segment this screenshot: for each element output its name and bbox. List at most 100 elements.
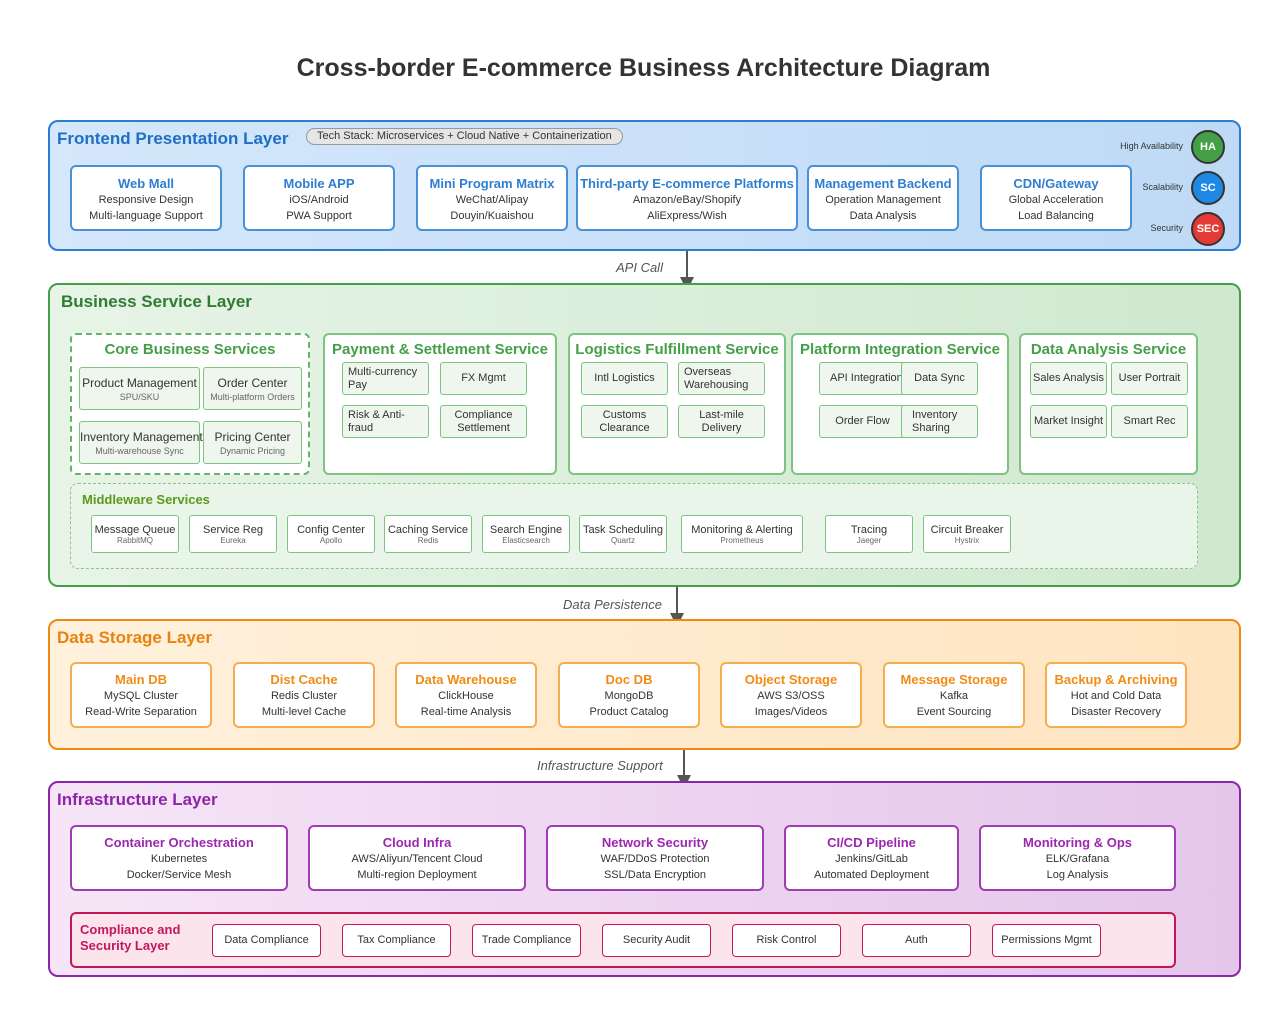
- compliance-item-data-compliance[interactable]: Data Compliance: [212, 924, 321, 957]
- indicator-label-sc: Scalability: [1142, 182, 1183, 192]
- compliance-item-trade-compliance[interactable]: Trade Compliance: [472, 924, 581, 957]
- frontend-box-cdn-gateway[interactable]: CDN/Gateway Global Acceleration Load Bal…: [980, 165, 1132, 231]
- core-product-management[interactable]: Product Management SPU/SKU: [79, 367, 200, 410]
- infra-box-name: CI/CD Pipeline: [827, 835, 916, 850]
- high-availability-badge: HA: [1191, 130, 1225, 164]
- storage-box-backup-archiving[interactable]: Backup & Archiving Hot and Cold Data Dis…: [1045, 662, 1187, 728]
- infra-box-line: ELK/Grafana: [1045, 853, 1110, 865]
- frontend-box-management-backend[interactable]: Management Backend Operation Management …: [807, 165, 959, 231]
- middleware-services-group: Middleware Services Message Queue Rabbit…: [70, 483, 1198, 569]
- connector-line: [676, 587, 678, 613]
- scalability-badge: SC: [1191, 171, 1225, 205]
- core-item-sub: Dynamic Pricing: [219, 445, 286, 456]
- frontend-box-name: Web Mall: [117, 176, 175, 191]
- mw-monitoring-alerting[interactable]: Monitoring & Alerting Prometheus: [681, 515, 803, 553]
- frontend-box-line: Load Balancing: [1018, 210, 1094, 222]
- mw-tracing[interactable]: Tracing Jaeger: [825, 515, 913, 553]
- core-pricing-center[interactable]: Pricing Center Dynamic Pricing: [203, 421, 302, 464]
- mw-message-queue[interactable]: Message Queue RabbitMQ: [91, 515, 179, 553]
- frontend-box-name: Mobile APP: [283, 176, 355, 191]
- svc-customs-clearance[interactable]: Customs Clearance: [581, 405, 668, 438]
- infra-box-ci-cd-pipeline[interactable]: CI/CD Pipeline Jenkins/GitLab Automated …: [784, 825, 959, 891]
- infra-box-line: AWS/Aliyun/Tencent Cloud: [351, 853, 483, 865]
- svc-smart-rec[interactable]: Smart Rec: [1111, 405, 1188, 438]
- frontend-box-name: CDN/Gateway: [1013, 176, 1099, 191]
- storage-box-doc-db[interactable]: Doc DB MongoDB Product Catalog: [558, 662, 700, 728]
- storage-box-message-storage[interactable]: Message Storage Kafka Event Sourcing: [883, 662, 1025, 728]
- mw-item-name: Tracing: [850, 523, 888, 536]
- svc-data-sync[interactable]: Data Sync: [901, 362, 978, 395]
- group-title: Data Analysis Service: [1030, 341, 1187, 358]
- mw-item-name: Caching Service: [387, 523, 469, 536]
- connector-line: [683, 750, 685, 775]
- infra-box-network-security[interactable]: Network Security WAF/DDoS Protection SSL…: [546, 825, 764, 891]
- storage-box-line: Event Sourcing: [916, 706, 992, 718]
- svc-compliance-settlement[interactable]: Compliance Settlement: [440, 405, 527, 438]
- frontend-box-mini-program[interactable]: Mini Program Matrix WeChat/Alipay Douyin…: [416, 165, 568, 231]
- mw-item-name: Monitoring & Alerting: [691, 523, 793, 536]
- storage-box-line: Product Catalog: [589, 706, 669, 718]
- infra-box-monitoring-ops[interactable]: Monitoring & Ops ELK/Grafana Log Analysi…: [979, 825, 1176, 891]
- compliance-item-security-audit[interactable]: Security Audit: [602, 924, 711, 957]
- svc-market-insight[interactable]: Market Insight: [1030, 405, 1107, 438]
- mw-item-name: Circuit Breaker: [930, 523, 1004, 536]
- core-item-name: Pricing Center: [214, 429, 291, 444]
- frontend-box-line: Amazon/eBay/Shopify: [632, 194, 742, 206]
- svc-risk-anti-fraud[interactable]: Risk & Anti-fraud: [342, 405, 429, 438]
- infra-box-line: Automated Deployment: [814, 869, 929, 881]
- mw-item-name: Config Center: [297, 523, 365, 536]
- mw-service-reg[interactable]: Service Reg Eureka: [189, 515, 277, 553]
- infra-box-line: SSL/Data Encryption: [603, 869, 707, 881]
- core-inventory-management[interactable]: Inventory Management Multi-warehouse Syn…: [79, 421, 203, 464]
- frontend-box-web-mall[interactable]: Web Mall Responsive Design Multi-languag…: [70, 165, 222, 231]
- business-service-layer: Business Service Layer Core Business Ser…: [48, 283, 1241, 587]
- storage-box-main-db[interactable]: Main DB MySQL Cluster Read-Write Separat…: [70, 662, 212, 728]
- frontend-box-name: Third-party E-commerce Platforms: [580, 176, 794, 191]
- svc-api-integration[interactable]: API Integration: [819, 362, 906, 395]
- svc-inventory-sharing[interactable]: Inventory Sharing: [901, 405, 978, 438]
- core-item-sub: Multi-warehouse Sync: [95, 445, 184, 456]
- frontend-box-line: Douyin/Kuaishou: [450, 210, 534, 222]
- mw-search-engine[interactable]: Search Engine Elasticsearch: [482, 515, 570, 553]
- mw-config-center[interactable]: Config Center Apollo: [287, 515, 375, 553]
- compliance-item-tax-compliance[interactable]: Tax Compliance: [342, 924, 451, 957]
- svc-overseas-warehousing[interactable]: Overseas Warehousing: [678, 362, 765, 395]
- mw-task-scheduling[interactable]: Task Scheduling Quartz: [579, 515, 667, 553]
- frontend-box-mobile-app[interactable]: Mobile APP iOS/Android PWA Support: [243, 165, 395, 231]
- infra-box-name: Monitoring & Ops: [1022, 835, 1133, 850]
- compliance-item-auth[interactable]: Auth: [862, 924, 971, 957]
- connector-label-infrastructure-support: Infrastructure Support: [537, 758, 663, 773]
- infra-box-container-orchestration[interactable]: Container Orchestration Kubernetes Docke…: [70, 825, 288, 891]
- svc-order-flow[interactable]: Order Flow: [819, 405, 906, 438]
- storage-box-object-storage[interactable]: Object Storage AWS S3/OSS Images/Videos: [720, 662, 862, 728]
- svc-last-mile-delivery[interactable]: Last-mile Delivery: [678, 405, 765, 438]
- core-item-sub: SPU/SKU: [119, 391, 160, 402]
- core-item-name: Inventory Management: [80, 429, 203, 444]
- storage-box-name: Dist Cache: [270, 672, 338, 687]
- business-layer-title: Business Service Layer: [61, 292, 252, 311]
- mw-item-sub: Redis: [417, 535, 439, 545]
- mw-item-name: Service Reg: [203, 523, 263, 536]
- storage-box-data-warehouse[interactable]: Data Warehouse ClickHouse Real-time Anal…: [395, 662, 537, 728]
- compliance-item-permissions-mgmt[interactable]: Permissions Mgmt: [992, 924, 1101, 957]
- infra-box-cloud-infra[interactable]: Cloud Infra AWS/Aliyun/Tencent Cloud Mul…: [308, 825, 526, 891]
- indicator-label-ha: High Availability: [1120, 141, 1183, 151]
- storage-box-dist-cache[interactable]: Dist Cache Redis Cluster Multi-level Cac…: [233, 662, 375, 728]
- storage-box-name: Main DB: [115, 672, 167, 687]
- svc-multi-currency-pay[interactable]: Multi-currency Pay: [342, 362, 429, 395]
- svc-sales-analysis[interactable]: Sales Analysis: [1030, 362, 1107, 395]
- mw-circuit-breaker[interactable]: Circuit Breaker Hystrix: [923, 515, 1011, 553]
- svc-user-portrait[interactable]: User Portrait: [1111, 362, 1188, 395]
- storage-box-line: Multi-level Cache: [261, 706, 347, 718]
- mw-caching-service[interactable]: Caching Service Redis: [384, 515, 472, 553]
- group-title: Payment & Settlement Service: [332, 341, 548, 358]
- infra-box-line: Kubernetes: [150, 853, 208, 865]
- svc-fx-mgmt[interactable]: FX Mgmt: [440, 362, 527, 395]
- frontend-box-third-party-platforms[interactable]: Third-party E-commerce Platforms Amazon/…: [576, 165, 798, 231]
- svc-intl-logistics[interactable]: Intl Logistics: [581, 362, 668, 395]
- core-order-center[interactable]: Order Center Multi-platform Orders: [203, 367, 302, 410]
- core-item-sub: Multi-platform Orders: [210, 391, 295, 402]
- middleware-title: Middleware Services: [82, 492, 210, 507]
- infra-box-line: WAF/DDoS Protection: [600, 853, 710, 865]
- compliance-item-risk-control[interactable]: Risk Control: [732, 924, 841, 957]
